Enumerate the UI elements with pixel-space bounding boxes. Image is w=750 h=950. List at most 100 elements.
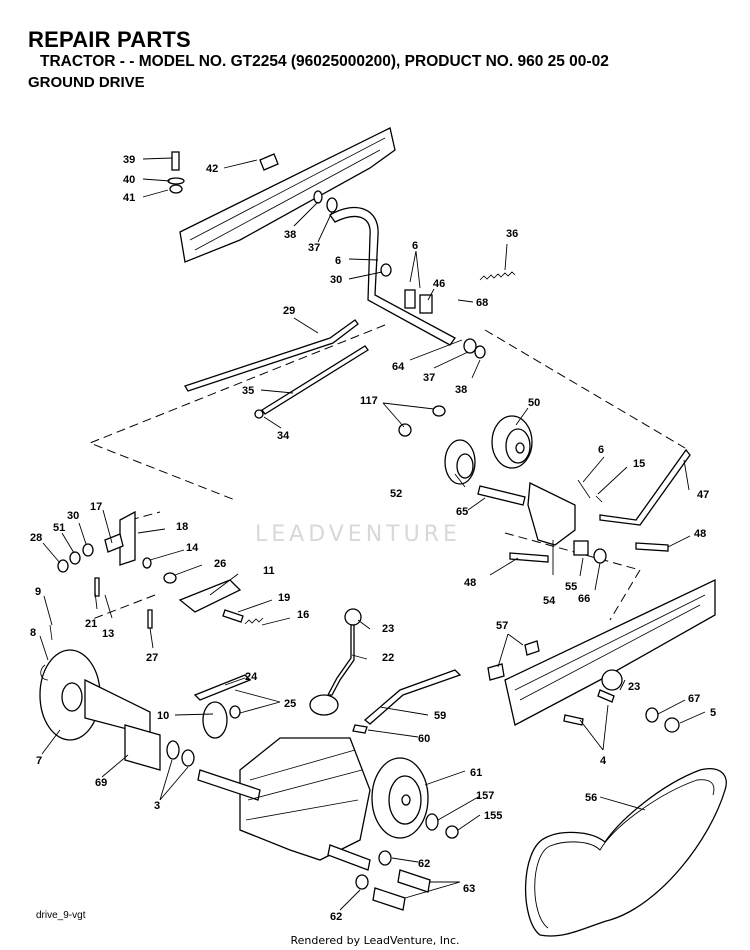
clip-25 — [229, 705, 241, 719]
callout-8: 8 — [30, 627, 36, 639]
callout-40: 40 — [123, 174, 135, 186]
pulley-52 — [444, 439, 476, 485]
callout-3: 3 — [154, 800, 160, 812]
spacer-157 — [425, 813, 439, 831]
callout-63: 63 — [463, 883, 475, 895]
rod-29 — [184, 319, 359, 392]
nut-5 — [664, 717, 680, 733]
callout-61: 61 — [470, 767, 482, 779]
callout-7: 7 — [36, 755, 42, 767]
lower-frame-rail — [487, 578, 716, 726]
section-title: GROUND DRIVE — [28, 74, 145, 91]
pedal-shaft — [313, 190, 486, 359]
callout-37: 37 — [308, 242, 320, 254]
callout-48: 48 — [464, 577, 476, 589]
callout-39: 39 — [123, 154, 135, 166]
callout-62: 62 — [330, 911, 342, 923]
bolt-4a — [563, 714, 584, 726]
ring-155 — [445, 825, 459, 839]
callout-66: 66 — [578, 593, 590, 605]
assembly-outline — [88, 324, 686, 621]
brake-lever-11 — [147, 572, 264, 629]
callout-11: 11 — [263, 565, 275, 577]
washer-66 — [593, 548, 607, 564]
callout-24: 24 — [245, 671, 258, 683]
callout-labels: 39 40 41 42 38 37 6 6 30 36 46 68 29 64 … — [30, 154, 716, 923]
callout-47: 47 — [697, 489, 709, 501]
washer-62a — [378, 850, 392, 866]
callout-52: 52 — [390, 488, 402, 500]
callout-14: 14 — [186, 542, 199, 554]
callout-54: 54 — [543, 595, 556, 607]
callout-34: 34 — [277, 430, 290, 442]
callout-10: 10 — [157, 710, 169, 722]
callout-22: 22 — [382, 652, 394, 664]
callout-38: 38 — [284, 229, 296, 241]
callout-36: 36 — [506, 228, 518, 240]
sleeve-69 — [124, 724, 161, 771]
callout-26: 26 — [214, 558, 226, 570]
callout-64: 64 — [392, 361, 405, 373]
callout-67: 67 — [688, 693, 700, 705]
callout-50: 50 — [528, 397, 540, 409]
callout-42: 42 — [206, 163, 218, 175]
callout-23: 23 — [628, 681, 640, 693]
callout-29: 29 — [283, 305, 295, 317]
callout-30: 30 — [67, 510, 79, 522]
callout-15: 15 — [633, 458, 645, 470]
callout-57: 57 — [496, 620, 508, 632]
rod-59 — [363, 669, 462, 725]
callout-38: 38 — [455, 384, 467, 396]
callout-21: 21 — [85, 618, 97, 630]
callout-16: 16 — [297, 609, 309, 621]
callout-69: 69 — [95, 777, 107, 789]
callout-48: 48 — [694, 528, 706, 540]
callout-37: 37 — [423, 372, 435, 384]
model-subtitle: TRACTOR - - MODEL NO. GT2254 (9602500020… — [40, 53, 609, 70]
callout-41: 41 — [123, 192, 135, 204]
callout-28: 28 — [30, 532, 42, 544]
callout-13: 13 — [102, 628, 114, 640]
callout-60: 60 — [418, 733, 430, 745]
callout-23: 23 — [382, 623, 394, 635]
callout-157: 157 — [476, 790, 494, 802]
leader-lines — [39, 157, 706, 911]
callout-35: 35 — [242, 385, 254, 397]
callout-51: 51 — [53, 522, 65, 534]
callout-55: 55 — [565, 581, 577, 593]
callout-6: 6 — [412, 240, 418, 252]
callout-17: 17 — [90, 501, 102, 513]
washer-62b — [355, 874, 369, 890]
washer-3a — [166, 740, 180, 760]
callout-117: 117 — [360, 395, 378, 407]
idler-arm-54 — [527, 482, 576, 546]
callout-25: 25 — [284, 698, 296, 710]
page-title: REPAIR PARTS — [28, 27, 191, 52]
hub-7 — [39, 649, 151, 741]
bolt-48-right — [635, 542, 669, 552]
clip-60 — [352, 724, 368, 734]
belt-56 — [524, 768, 727, 937]
callout-6: 6 — [335, 255, 341, 267]
spacer-55 — [573, 540, 589, 556]
bolt-63b — [372, 887, 406, 911]
callout-56: 56 — [585, 792, 597, 804]
callout-6: 6 — [598, 444, 604, 456]
bolt-48-lower — [509, 552, 549, 563]
callout-155: 155 — [484, 810, 502, 822]
bushing-117b — [432, 405, 446, 417]
bolt-6-15 — [577, 479, 603, 503]
callout-27: 27 — [146, 652, 158, 664]
brake-bracket — [57, 510, 152, 597]
rendered-by-credit: Rendered by LeadVenture, Inc. — [290, 934, 460, 947]
callout-68: 68 — [476, 297, 488, 309]
callout-65: 65 — [456, 506, 468, 518]
bushing-117a — [398, 423, 412, 437]
washer-67 — [645, 707, 659, 723]
callout-46: 46 — [433, 278, 445, 290]
upper-frame-rail — [179, 127, 396, 263]
callout-18: 18 — [176, 521, 188, 533]
ferrule-34 — [254, 409, 264, 419]
pulley-61 — [371, 757, 429, 839]
pin-9-8 — [40, 624, 53, 681]
